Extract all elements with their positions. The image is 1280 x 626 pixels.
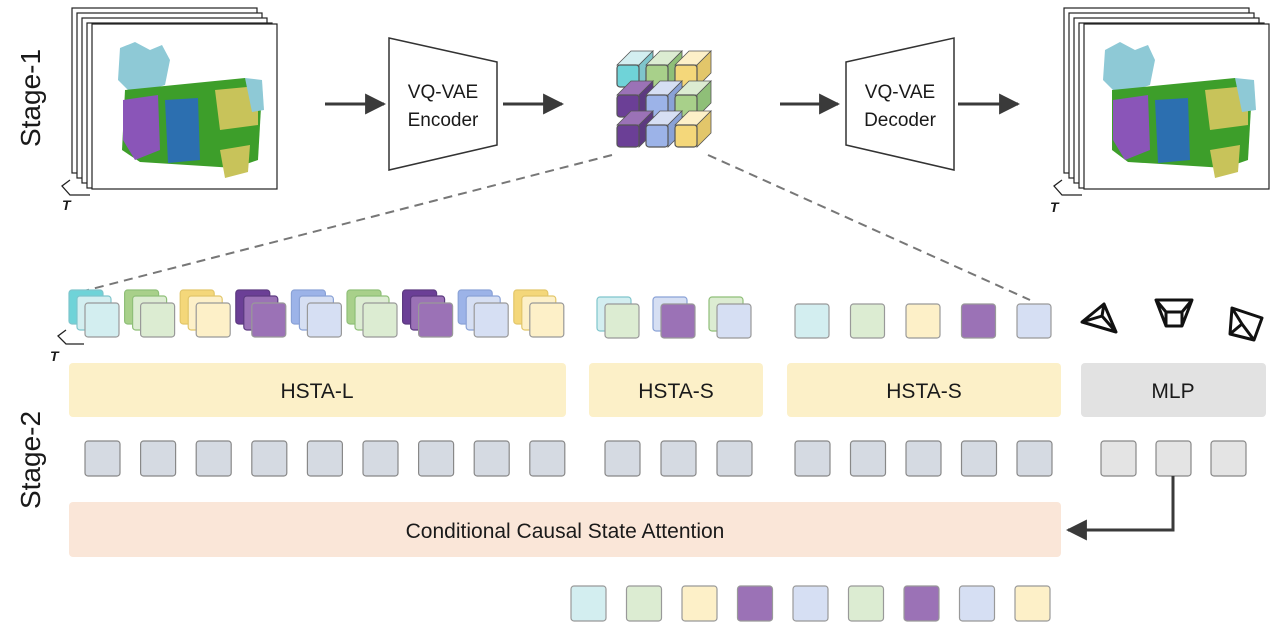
encoded-token — [905, 440, 942, 477]
voxel-scene-right — [1103, 42, 1256, 178]
output-token — [681, 585, 718, 622]
conditional-attention-label: Conditional Causal State Attention — [406, 520, 725, 543]
encoded-token — [794, 440, 831, 477]
token-stack-front — [529, 302, 565, 338]
encoded-token — [195, 440, 232, 477]
token-single — [794, 303, 830, 339]
hsta-s-block-2: HSTA-S — [787, 363, 1061, 417]
t-label-right: T — [1050, 199, 1060, 215]
output-token — [792, 585, 829, 622]
camera-pose-icons — [1080, 298, 1264, 342]
token-stack-front — [195, 302, 231, 338]
encoded-token-row — [84, 440, 1247, 477]
output-token — [903, 585, 940, 622]
token-single — [905, 303, 941, 339]
encoded-token — [660, 440, 697, 477]
camera-icon — [1154, 298, 1194, 328]
dashed-line-right — [707, 154, 1031, 301]
hsta-s-label-1: HSTA-S — [638, 380, 713, 403]
token-stack-front — [362, 302, 398, 338]
pose-token — [1100, 440, 1137, 477]
encoder-block: VQ-VAE Encoder — [388, 37, 498, 171]
latent-cube-front — [645, 124, 669, 148]
token-single — [960, 303, 997, 339]
encoded-token — [251, 440, 288, 477]
stage2-label: Stage-2 — [15, 411, 46, 509]
hsta-l-label: HSTA-L — [280, 380, 353, 403]
encoder-label-line1: VQ-VAE — [408, 82, 478, 103]
output-token — [625, 585, 663, 622]
token-stack-front — [140, 302, 176, 338]
pose-token — [1210, 440, 1247, 477]
camera-icon — [1080, 302, 1118, 334]
latent-token-cube — [616, 50, 712, 148]
t-label-stage2: T — [50, 348, 60, 364]
output-token-row — [570, 585, 1051, 622]
token-pair-front — [716, 303, 752, 339]
encoded-token — [140, 440, 177, 477]
hsta-l-block: HSTA-L — [69, 363, 566, 417]
encoded-token — [418, 440, 455, 477]
output-token — [570, 585, 607, 622]
decoder-block: VQ-VAE Decoder — [845, 37, 955, 171]
t-bracket-left — [61, 179, 90, 196]
mlp-label: MLP — [1151, 380, 1194, 403]
encoded-token — [473, 440, 510, 477]
input-frame-stack — [71, 7, 278, 190]
latent-cube-front — [674, 124, 698, 148]
voxel-scene-left — [118, 42, 264, 178]
dashed-line-left — [79, 154, 613, 293]
encoder-label-line2: Encoder — [408, 110, 479, 131]
encoded-token — [306, 440, 343, 477]
token-single — [849, 303, 886, 339]
token-stack-front — [251, 302, 287, 338]
t-bracket-right — [1053, 179, 1082, 196]
encoded-token — [84, 440, 121, 477]
encoded-token — [529, 440, 566, 477]
t-bracket-stage2 — [57, 329, 84, 345]
output-frame-stack — [1063, 7, 1270, 190]
pose-token — [1155, 440, 1192, 477]
encoded-token — [960, 440, 998, 477]
decoder-label-line1: VQ-VAE — [865, 82, 935, 103]
output-token — [736, 585, 774, 622]
token-stack-front — [306, 302, 342, 338]
hsta-s-label-2: HSTA-S — [886, 380, 961, 403]
arrow-mlp-to-attention — [1065, 476, 1175, 541]
t-label-left: T — [62, 197, 72, 213]
mlp-block: MLP — [1081, 363, 1266, 417]
encoded-token — [849, 440, 887, 477]
token-stack-front — [84, 302, 120, 338]
encoded-token — [716, 440, 753, 477]
camera-icon — [1228, 306, 1264, 342]
output-token — [1014, 585, 1051, 622]
output-token — [847, 585, 885, 622]
decoder-label-line2: Decoder — [864, 110, 936, 131]
output-token — [958, 585, 996, 622]
token-single — [1016, 303, 1052, 339]
token-pair-front — [660, 303, 696, 339]
encoded-token — [1016, 440, 1053, 477]
latent-cube-front — [616, 124, 640, 148]
conditional-attention-block: Conditional Causal State Attention — [69, 502, 1061, 557]
stage1-label: Stage-1 — [15, 49, 46, 147]
token-pair-front — [604, 303, 640, 339]
encoded-token — [604, 440, 641, 477]
encoded-token — [362, 440, 399, 477]
token-stack-front — [473, 302, 509, 338]
token-stack-front — [418, 302, 454, 338]
input-token-row — [68, 289, 1052, 339]
hsta-s-block-1: HSTA-S — [589, 363, 763, 417]
